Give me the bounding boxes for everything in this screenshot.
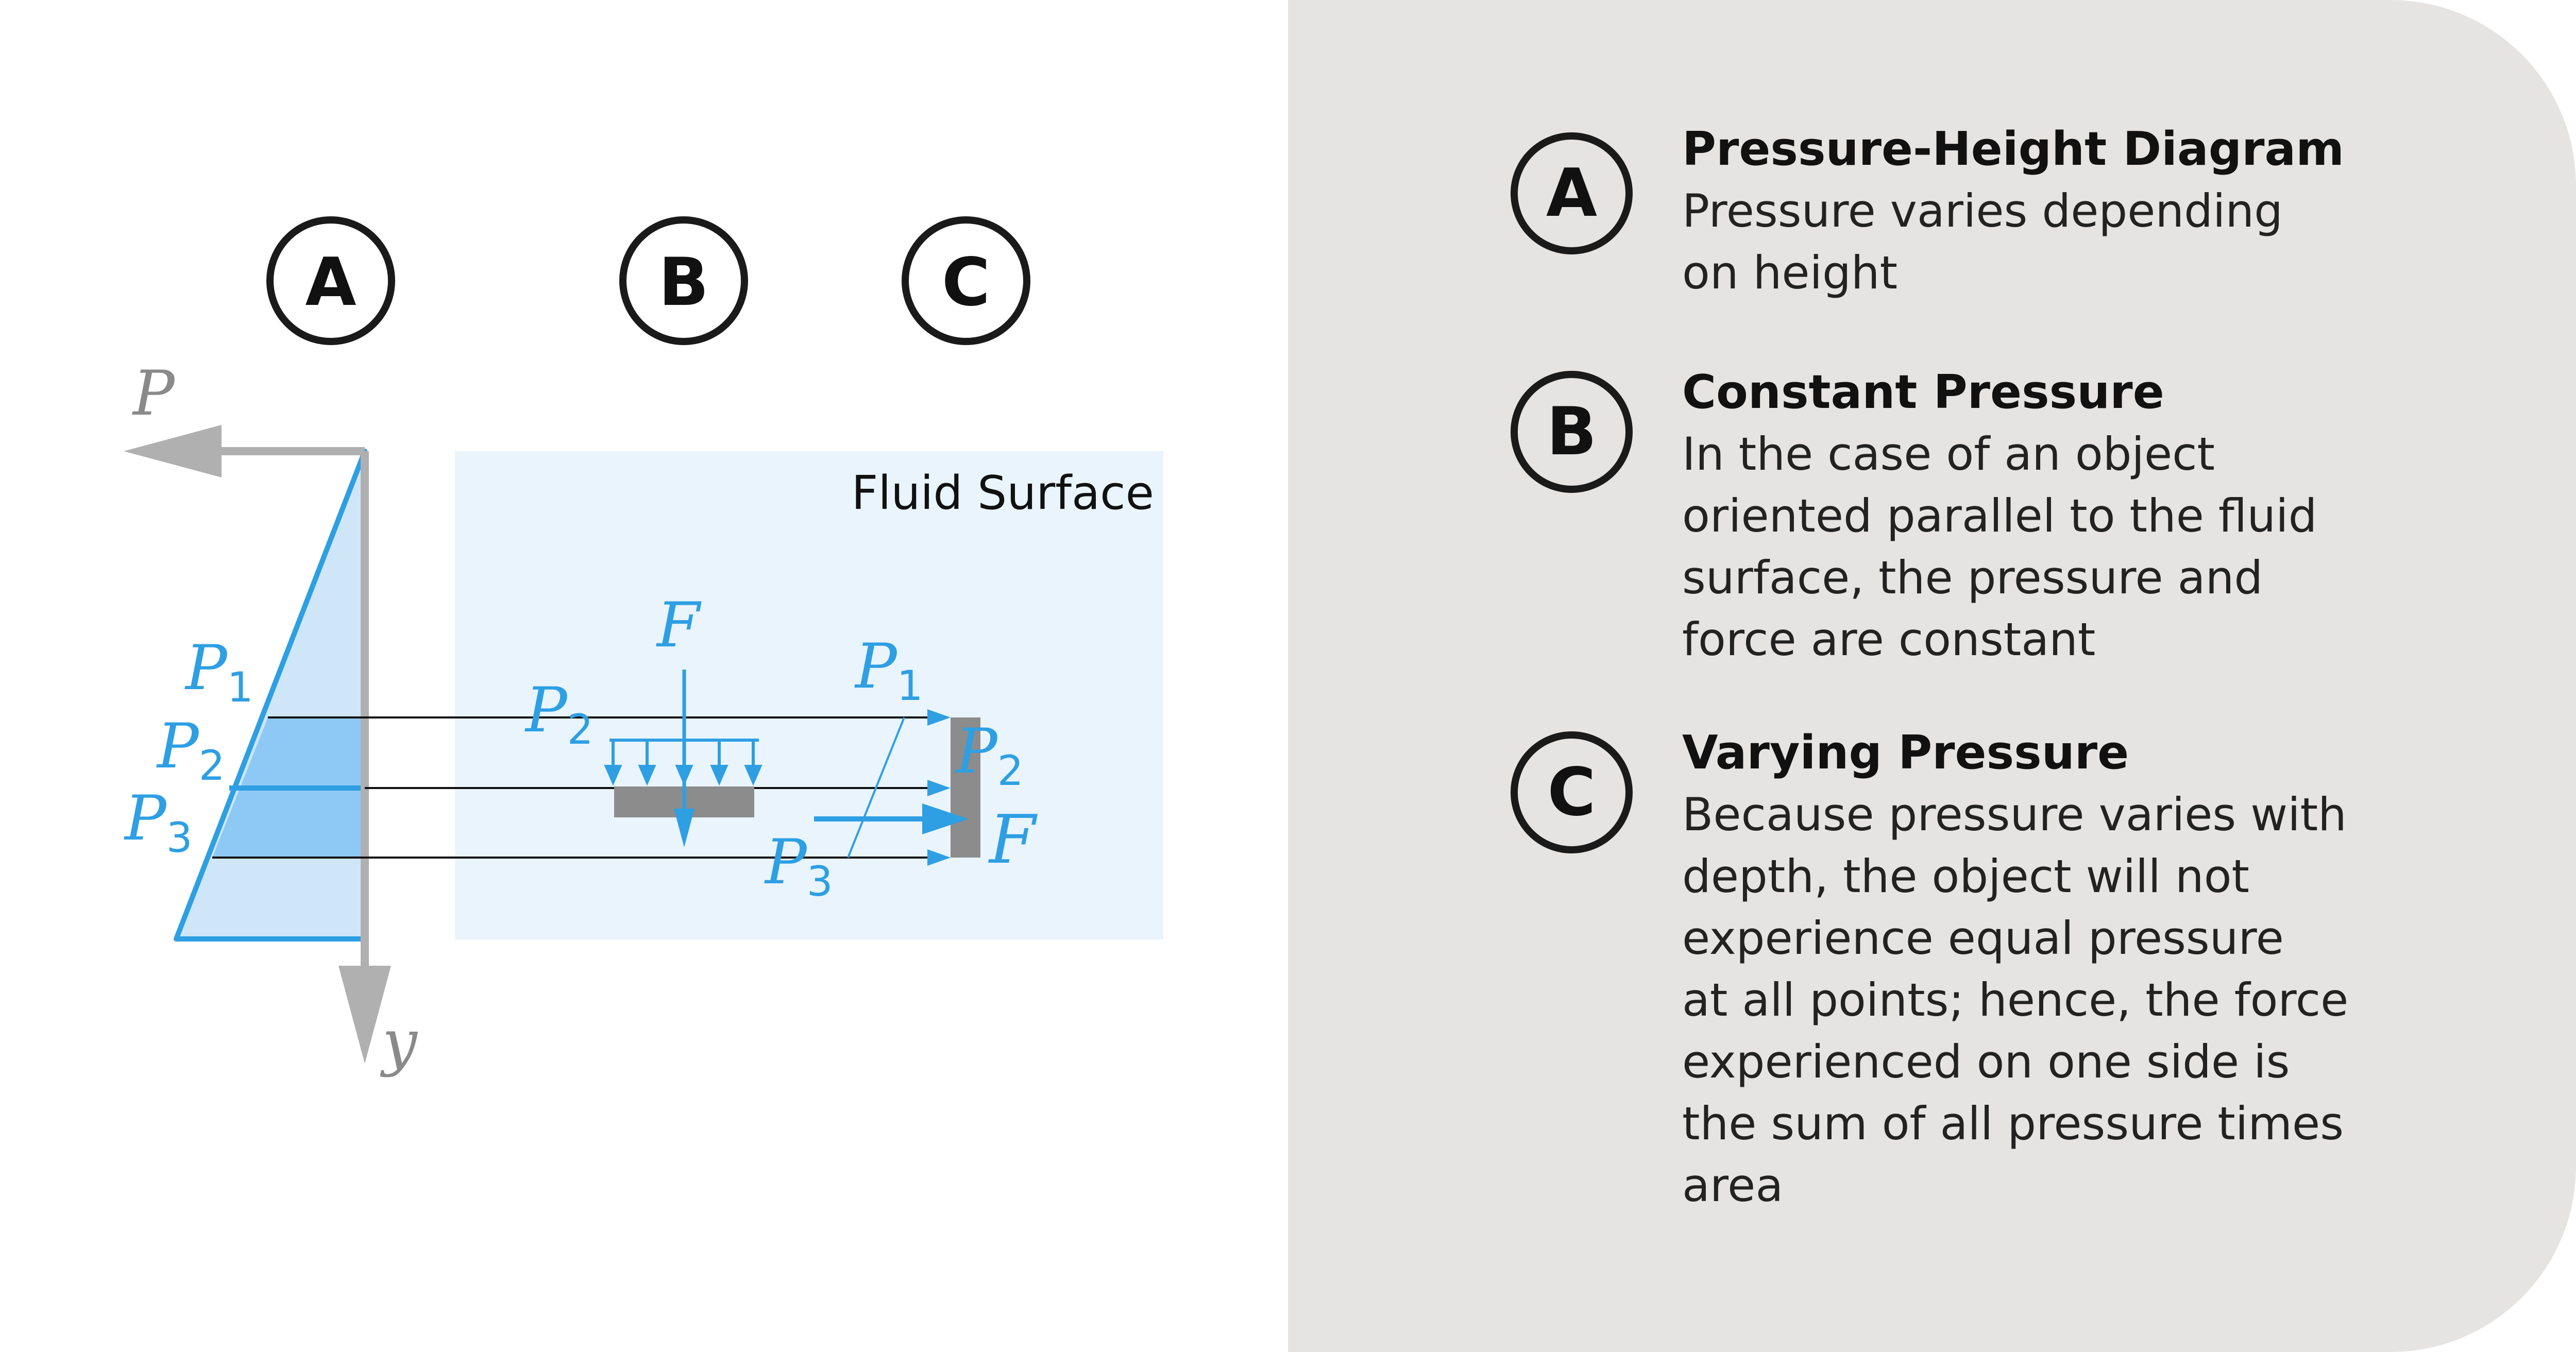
- triangle-label-p1: P1: [184, 632, 253, 711]
- level-arrow-p3: [927, 849, 951, 866]
- legend-marker-b: B: [1511, 371, 1633, 493]
- vertical-plate: [951, 717, 980, 858]
- legend-title-a: Pressure-Height Diagram: [1682, 122, 2345, 176]
- legend-marker-b-label: B: [1546, 393, 1597, 470]
- pressure-label-c-p3: P3: [764, 827, 833, 905]
- pressure-distribution-c: [847, 717, 905, 858]
- resultant-force-c: [814, 803, 969, 834]
- pressure-label-b: P2: [524, 675, 594, 754]
- marker-b: B: [619, 216, 748, 345]
- legend-marker-a: A: [1511, 132, 1633, 254]
- legend-desc-c: Because pressure varies with depth, the …: [1682, 788, 2349, 1212]
- resultant-force-b: [674, 670, 694, 847]
- legend-title-c: Varying Pressure: [1682, 726, 2129, 780]
- pressure-axis: P: [124, 358, 365, 477]
- marker-c: C: [902, 216, 1030, 345]
- legend-marker-c: C: [1511, 731, 1633, 853]
- force-label-b: F: [656, 590, 702, 661]
- force-label-c: F: [988, 800, 1038, 879]
- level-arrow-p1: [927, 709, 951, 726]
- pressure-label-c-p2: P2: [955, 716, 1024, 795]
- level-arrow-p2: [927, 780, 951, 796]
- pressure-diagram: A B C Fluid Surface P y P1 P2 P3: [124, 216, 1163, 1079]
- legend-desc-a: Pressure varies depending on height: [1682, 184, 2283, 299]
- triangle-label-p2: P2: [156, 711, 225, 790]
- fluid-surface-label: Fluid Surface: [852, 466, 1154, 520]
- legend-title-b: Constant Pressure: [1682, 365, 2164, 419]
- marker-c-label: C: [942, 244, 990, 321]
- axis-p-label: P: [132, 358, 176, 430]
- legend-text-a: Pressure-Height Diagram Pressure varies …: [1682, 118, 2403, 304]
- depth-axis-arrowhead: [338, 966, 391, 1064]
- legend-desc-b: In the case of an object oriented parall…: [1682, 427, 2317, 666]
- depth-axis: y: [338, 451, 418, 1079]
- triangle-label-p3: P3: [124, 783, 193, 862]
- marker-a-label: A: [305, 244, 356, 321]
- legend-panel: A Pressure-Height Diagram Pressure varie…: [1288, 0, 2576, 1352]
- pressure-axis-arrowhead: [124, 425, 222, 477]
- legend-text-b: Constant Pressure In the case of an obje…: [1682, 362, 2403, 671]
- legend-marker-a-label: A: [1546, 155, 1598, 232]
- axis-y-label: y: [380, 1007, 418, 1079]
- legend-marker-c-label: C: [1547, 754, 1596, 831]
- pressure-label-c-p1: P1: [854, 631, 923, 710]
- marker-a: A: [266, 216, 395, 345]
- legend-text-c: Varying Pressure Because pressure varies…: [1682, 722, 2403, 1217]
- marker-b-label: B: [658, 244, 709, 321]
